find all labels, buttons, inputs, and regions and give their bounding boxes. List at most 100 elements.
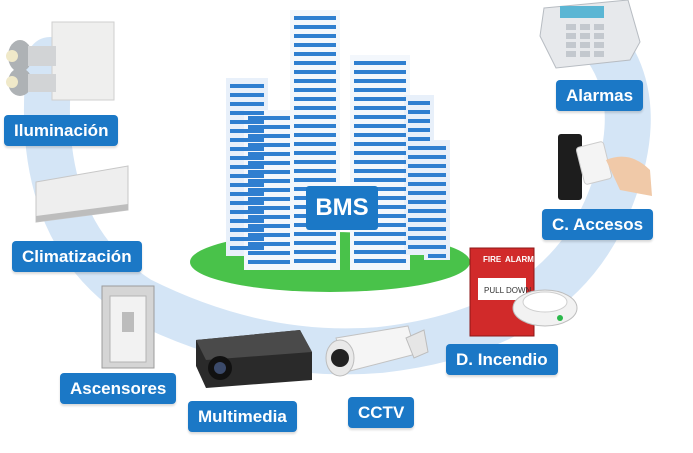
building-window-row xyxy=(428,209,446,213)
building-window-row xyxy=(408,155,430,159)
building-window-row xyxy=(248,179,290,183)
building-window-row xyxy=(294,160,336,164)
building-window-row xyxy=(354,205,406,209)
fire-panel-top-text-2: ALARM xyxy=(505,255,534,264)
building-window-row xyxy=(294,124,336,128)
building-window-row xyxy=(428,164,446,168)
building-window-row xyxy=(248,260,290,264)
building-window-row xyxy=(230,120,264,124)
keypad-key xyxy=(566,33,576,39)
building-window-row xyxy=(354,223,406,227)
label-climatizacion: Climatización xyxy=(12,241,142,272)
building-window-row xyxy=(354,124,406,128)
keypad-key xyxy=(594,24,604,30)
building-window-row xyxy=(248,206,290,210)
label-incendio: D. Incendio xyxy=(446,344,558,375)
building-window-row xyxy=(354,115,406,119)
building-window-row xyxy=(294,34,336,38)
building-window-row xyxy=(248,251,290,255)
building-window-row xyxy=(354,232,406,236)
building-window-row xyxy=(354,133,406,137)
keypad-key xyxy=(594,33,604,39)
keypad-key xyxy=(580,42,590,48)
building-window-row xyxy=(248,161,290,165)
building-window-row xyxy=(294,16,336,20)
building-window-row xyxy=(230,147,264,151)
security-camera-icon xyxy=(325,325,429,377)
keypad-key xyxy=(580,33,590,39)
keypad-key xyxy=(580,51,590,57)
building-window-row xyxy=(354,196,406,200)
building-window-row xyxy=(408,128,430,132)
card-reader-icon xyxy=(558,134,652,200)
keypad-key xyxy=(580,24,590,30)
building-window-row xyxy=(408,119,430,123)
building-window-row xyxy=(294,25,336,29)
building-window-row xyxy=(230,138,264,142)
building-window-row xyxy=(408,101,430,105)
building-window-row xyxy=(408,236,430,240)
building-window-row xyxy=(230,219,264,223)
building-window-row xyxy=(354,187,406,191)
keypad-key xyxy=(566,24,576,30)
building-window-row xyxy=(248,143,290,147)
building-window-row xyxy=(354,241,406,245)
building-window-row xyxy=(294,43,336,47)
building-window-row xyxy=(354,142,406,146)
building-window-row xyxy=(408,110,430,114)
building-window-row xyxy=(354,169,406,173)
elevator-icon xyxy=(101,285,155,369)
building-window-row xyxy=(294,142,336,146)
keypad-key xyxy=(594,51,604,57)
building-window-row xyxy=(230,129,264,133)
building-window-row xyxy=(354,178,406,182)
building-window-row xyxy=(294,70,336,74)
building-window-row xyxy=(294,79,336,83)
label-multimedia: Multimedia xyxy=(188,401,297,432)
building-window-row xyxy=(354,214,406,218)
building-window-row xyxy=(248,188,290,192)
building-window-row xyxy=(428,146,446,150)
building-window-row xyxy=(230,84,264,88)
building-window-row xyxy=(294,259,336,263)
building-window-row xyxy=(428,173,446,177)
building-window-row xyxy=(408,182,430,186)
building-window-row xyxy=(408,191,430,195)
buildings-icon xyxy=(226,10,450,270)
building-window-row xyxy=(354,151,406,155)
building-window-row xyxy=(408,227,430,231)
building-window-row xyxy=(294,232,336,236)
building-window-row xyxy=(294,250,336,254)
building-window-row xyxy=(248,215,290,219)
building-window-row xyxy=(230,246,264,250)
building-window-row xyxy=(294,115,336,119)
keypad-key xyxy=(566,51,576,57)
building-window-row xyxy=(230,156,264,160)
building-window-row xyxy=(408,173,430,177)
building-window-row xyxy=(354,88,406,92)
building-window-row xyxy=(354,79,406,83)
keypad-key xyxy=(566,42,576,48)
label-alarmas: Alarmas xyxy=(556,80,644,111)
fire-alarm-icon: FIRE ALARM PULL DOWN xyxy=(469,247,578,337)
building-window-row xyxy=(230,210,264,214)
building-window-row xyxy=(230,228,264,232)
building-window-row xyxy=(428,182,446,186)
building-window-row xyxy=(230,111,264,115)
building-window-row xyxy=(294,97,336,101)
building-window-row xyxy=(248,233,290,237)
building-window-row xyxy=(408,137,430,141)
building-window-row xyxy=(354,97,406,101)
label-cctv: CCTV xyxy=(348,397,415,428)
building-window-row xyxy=(354,160,406,164)
bms-center-label: BMS xyxy=(306,186,378,230)
building-window-row xyxy=(408,245,430,249)
keypad-key xyxy=(594,42,604,48)
building-window-row xyxy=(248,152,290,156)
building-window-row xyxy=(230,201,264,205)
building-window-row xyxy=(230,237,264,241)
building-window-row xyxy=(248,242,290,246)
fire-panel-top-text: FIRE xyxy=(483,255,502,264)
building-window-row xyxy=(294,61,336,65)
